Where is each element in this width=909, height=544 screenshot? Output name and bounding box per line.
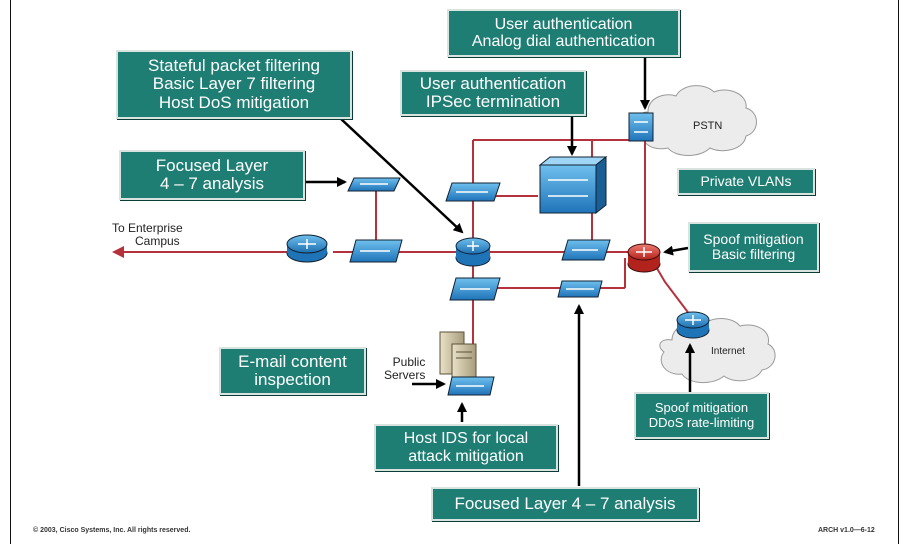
- callout-arrows: [305, 56, 695, 486]
- pstn-access-server: [628, 112, 654, 142]
- isp-router: [676, 311, 710, 339]
- firewall-central: [455, 237, 491, 267]
- callout-text-line: Private VLANs: [700, 172, 792, 189]
- callout-user-auth-ipsec: User authentication IPSec termination: [400, 70, 586, 116]
- callout-text-line: Analog dial authentication: [471, 33, 656, 50]
- callout-text-line: inspection: [254, 370, 331, 389]
- public-servers-icon: [439, 331, 477, 385]
- firewall-focused-layer: [347, 177, 401, 192]
- callout-user-auth-analog: User authentication Analog dial authenti…: [447, 9, 680, 57]
- callout-text-line: Basic filtering: [711, 246, 796, 262]
- callout-focused-layer-left: Focused Layer 4 – 7 analysis: [119, 150, 305, 200]
- callout-text-line: User authentication: [419, 73, 567, 93]
- callout-text-line: E-mail content: [238, 351, 347, 371]
- copyright-footer: © 2003, Cisco Systems, Inc. All rights r…: [33, 527, 191, 534]
- public-servers-label: Public Servers: [384, 355, 426, 383]
- vpn-concentrator: [538, 155, 608, 215]
- callout-focused-layer-bottom: Focused Layer 4 – 7 analysis: [431, 487, 699, 521]
- callout-text-line: User authentication: [494, 15, 633, 33]
- callout-text-line: Host IDS for local: [403, 430, 529, 448]
- callout-host-ids: Host IDS for local attack mitigation: [374, 424, 558, 471]
- router-enterprise: [286, 234, 328, 263]
- ids-sensor-lower: [557, 280, 603, 298]
- course-code-footer: ARCH v1.0—6-12: [818, 527, 875, 534]
- label-line: To Enterprise: [112, 221, 183, 235]
- enterprise-campus-label: To Enterprise Campus: [112, 221, 183, 249]
- label-line: Campus: [135, 234, 180, 249]
- switch-right: [561, 239, 611, 261]
- pstn-label: PSTN: [693, 120, 723, 132]
- host-ids-sensor: [447, 376, 495, 396]
- callout-spoof-basic: Spoof mitigation Basic filtering: [688, 222, 819, 272]
- callout-text-line: Spoof mitigation: [703, 230, 804, 247]
- callout-text-line: IPSec termination: [425, 92, 561, 111]
- callout-private-vlans: Private VLANs: [677, 168, 815, 195]
- edge-router-red: [627, 243, 661, 273]
- callout-text-line: Host DoS mitigation: [158, 92, 310, 112]
- frame-left-border: [10, 0, 11, 544]
- callout-text-line: Focused Layer: [155, 155, 269, 175]
- switch-lower: [449, 277, 501, 301]
- callout-text-line: Spoof mitigation: [654, 400, 749, 416]
- callout-text-line: Focused Layer 4 – 7 analysis: [454, 493, 676, 513]
- callout-text-line: Stateful packet filtering: [148, 55, 320, 75]
- callout-email-inspection: E-mail content inspection: [219, 347, 366, 395]
- callout-text-line: DDoS rate-limiting: [648, 414, 755, 430]
- label-line: Servers: [384, 368, 426, 383]
- callout-text-line: attack mitigation: [408, 447, 524, 465]
- internet-label: Internet: [711, 346, 745, 357]
- callout-spoof-ddos: Spoof mitigation DDoS rate-limiting: [634, 392, 769, 439]
- switch-upper: [445, 182, 501, 202]
- switch-left: [349, 239, 403, 263]
- callout-text-line: 4 – 7 analysis: [160, 174, 264, 193]
- callout-stateful-filtering: Stateful packet filtering Basic Layer 7 …: [116, 50, 352, 119]
- label-line: Public: [392, 355, 426, 369]
- callout-text-line: Basic Layer 7 filtering: [152, 74, 316, 94]
- frame-right-border: [898, 0, 899, 544]
